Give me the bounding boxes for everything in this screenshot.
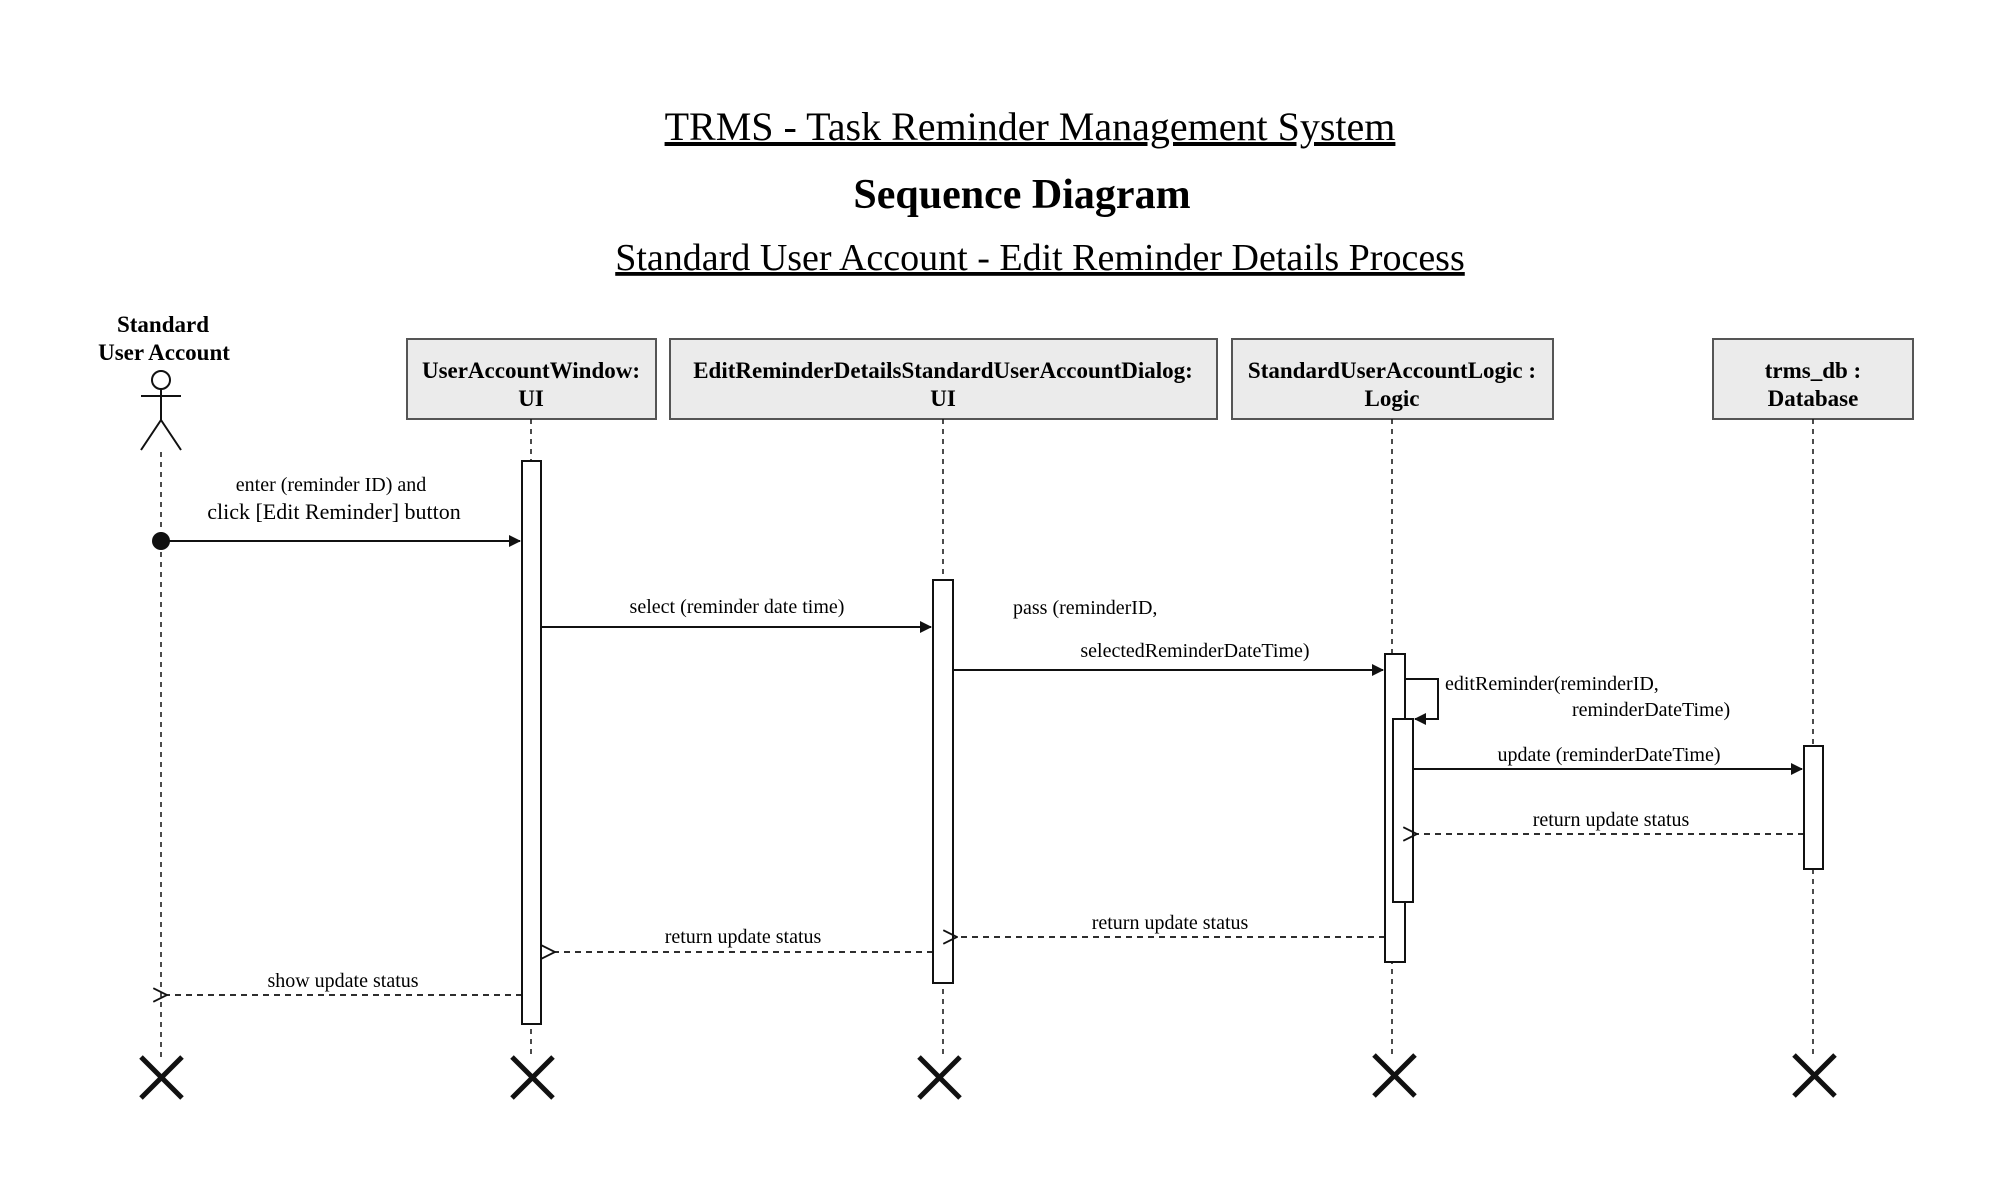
system-title: TRMS - Task Reminder Management System [665,104,1396,149]
message-label: click [Edit Reminder] button [207,499,461,524]
participant-logic: StandardUserAccountLogic : Logic [1231,338,1554,420]
diagram-type-title: Sequence Diagram [853,172,1190,218]
participant-label-line1: StandardUserAccountLogic : [1248,358,1536,383]
message-return-update-status-db: return update status [1417,809,1804,834]
activation-ui-window [521,460,542,1025]
message-label: return update status [1092,912,1249,934]
message-show-update-status: show update status [167,970,522,995]
actor-label-line1: Standard [117,312,209,337]
participant-label-line1: UserAccountWindow: [422,358,640,383]
message-edit-reminder-self-call: editReminder(reminderID, reminderDateTim… [1405,673,1730,725]
participant-label-line2: UI [930,386,956,411]
activation-logic-inner [1392,718,1414,903]
activation-dialog [932,579,954,984]
message-label: return update status [1533,809,1690,831]
message-label: reminderDateTime) [1572,699,1730,721]
stick-figure-icon [140,370,182,451]
message-label: select (reminder date time) [630,596,845,618]
message-label: update (reminderDateTime) [1497,744,1720,766]
participant-user-account-window: UserAccountWindow: UI [406,338,657,420]
activation-database [1803,745,1824,870]
participant-label-line2: Logic [1365,386,1420,411]
process-title: Standard User Account - Edit Reminder De… [615,237,1465,279]
actor-label-line2: User Account [98,340,230,365]
participant-edit-dialog: EditReminderDetailsStandardUserAccountDi… [669,338,1218,420]
message-label: editReminder(reminderID, [1445,673,1659,695]
message-update-reminder-date-time: update (reminderDateTime) [1413,744,1803,775]
message-label: selectedReminderDateTime) [1080,640,1309,662]
participant-database: trms_db : Database [1712,338,1914,420]
participant-label-line1: EditReminderDetailsStandardUserAccountDi… [693,358,1193,383]
message-select-reminder-date-time: select (reminder date time) [541,596,932,633]
message-label: return update status [665,926,822,948]
actor-standard-user-account: Standard User Account [98,312,230,451]
message-enter-reminder-id: enter (reminder ID) and click [Edit Remi… [152,474,521,550]
participant-label-line2: UI [518,386,544,411]
participant-label-line1: trms_db : [1765,358,1861,383]
message-return-update-status-dialog: return update status [555,926,933,952]
destroy-x-icon [1372,1053,1417,1098]
message-label: show update status [267,970,418,992]
message-return-update-status-logic: return update status [957,912,1385,937]
activation-bars [521,460,1824,1025]
participant-label-line2: Database [1768,386,1859,411]
destroy-x-icon [917,1055,962,1100]
message-label: pass (reminderID, [1013,597,1157,619]
destroy-x-icon [1792,1053,1837,1098]
destroy-x-icon [510,1055,555,1100]
destruction-markers [139,1053,1837,1100]
destroy-x-icon [139,1055,184,1100]
message-label: enter (reminder ID) and [236,474,426,496]
message-pass-reminder: pass (reminderID, selectedReminderDateTi… [953,597,1384,676]
